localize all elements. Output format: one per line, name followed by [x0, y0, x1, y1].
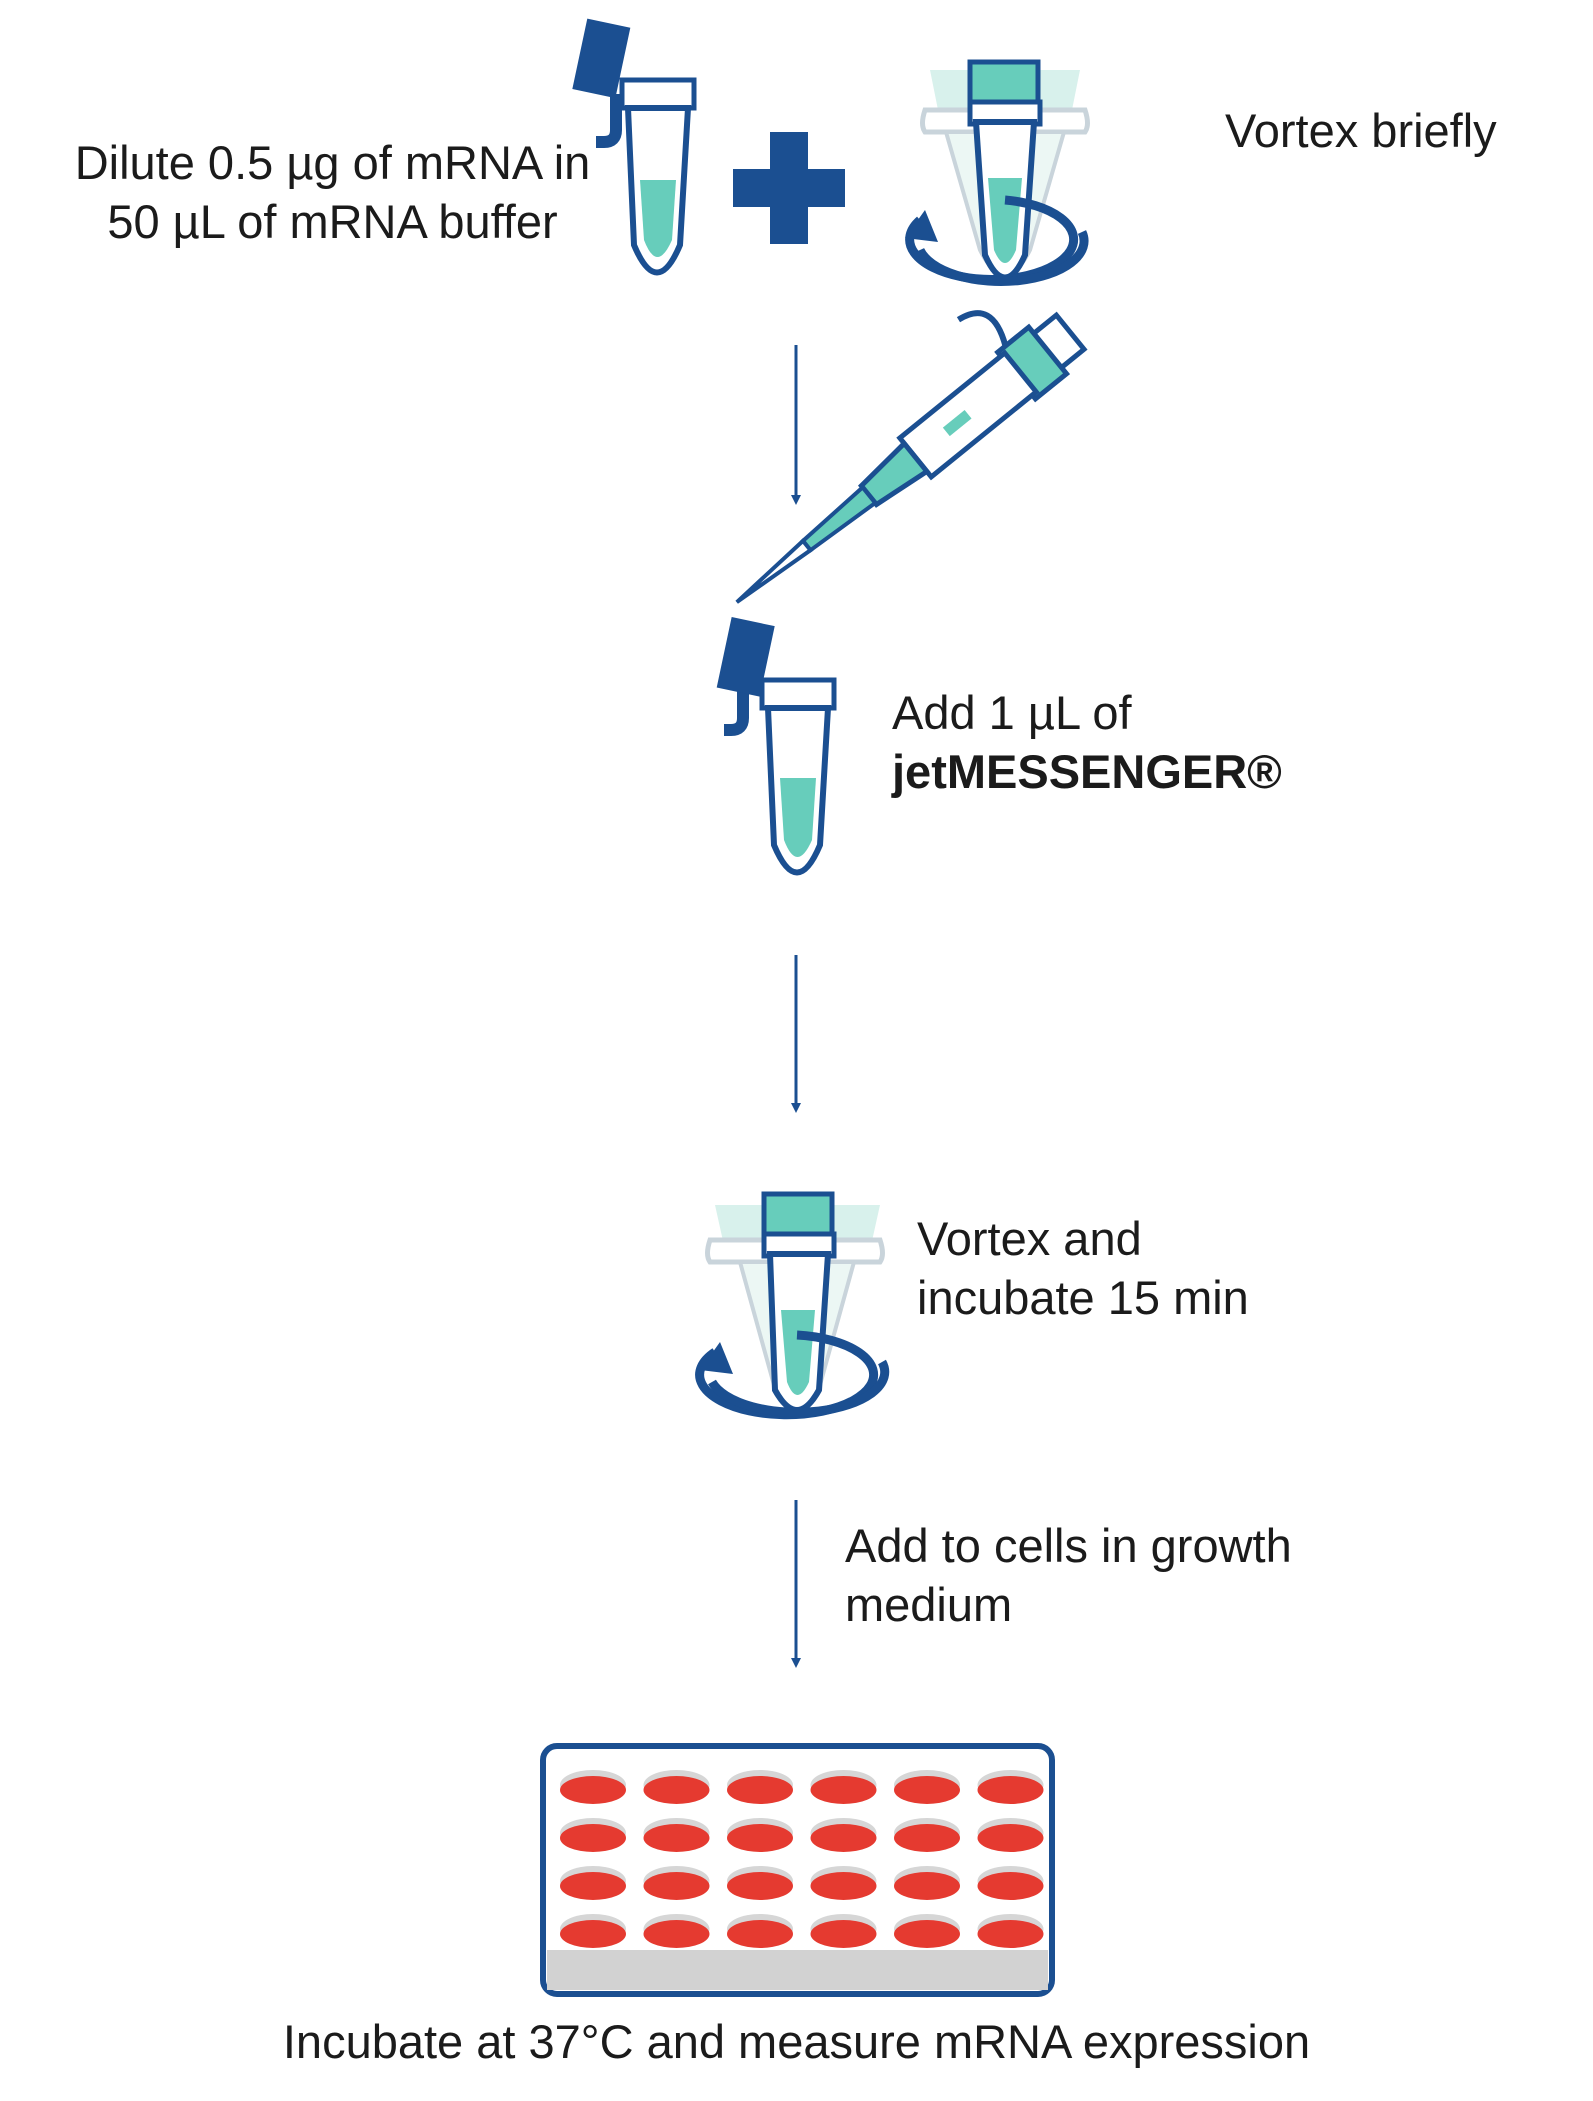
plate-well: [894, 1824, 960, 1852]
plate-well: [894, 1872, 960, 1900]
cell-culture-plate: [540, 1743, 1055, 1997]
plate-well: [727, 1776, 793, 1804]
reagent-name: jetMESSENGER®: [892, 745, 1282, 798]
plate-well: [560, 1872, 626, 1900]
plate-well: [810, 1920, 877, 1948]
open-tube-icon: [716, 617, 837, 876]
plate-well: [977, 1824, 1044, 1852]
vortex-incubate-label: Vortex and incubate 15 min: [917, 1212, 1249, 1324]
open-tube-icon: [572, 18, 697, 276]
plate-well: [560, 1920, 626, 1948]
plate-well: [894, 1776, 960, 1804]
final-step-label: Incubate at 37°C and measure mRNA expres…: [282, 2015, 1311, 2068]
plate-well: [727, 1920, 793, 1948]
dilute-mrna-label: Dilute 0.5 µg of mRNA in 50 µL of mRNA b…: [74, 136, 591, 248]
plus-icon: [733, 132, 845, 244]
plate-well: [977, 1872, 1044, 1900]
add-reagent-label: Add 1 µL of jetMESSENGER®: [892, 683, 1282, 801]
plate-well: [643, 1824, 710, 1852]
plate-well: [810, 1872, 877, 1900]
plate-well: [643, 1776, 710, 1804]
vortex-tube-icon: [905, 59, 1090, 287]
add-to-cells-label: Add to cells in growth medium: [845, 1519, 1292, 1631]
plate-well: [560, 1824, 626, 1852]
plate-well: [727, 1824, 793, 1852]
vortex-briefly-label: Vortex briefly: [1225, 104, 1497, 157]
pipette-icon: [735, 310, 1088, 604]
plate-well: [977, 1776, 1044, 1804]
plate-well: [977, 1920, 1044, 1948]
plate-well: [560, 1776, 626, 1804]
plate-well: [810, 1776, 877, 1804]
plate-well: [643, 1872, 710, 1900]
plate-well: [894, 1920, 960, 1948]
vortex-tube-icon: [695, 1191, 890, 1420]
plate-well: [727, 1872, 793, 1900]
plate-well: [643, 1920, 710, 1948]
plate-well: [810, 1824, 877, 1852]
